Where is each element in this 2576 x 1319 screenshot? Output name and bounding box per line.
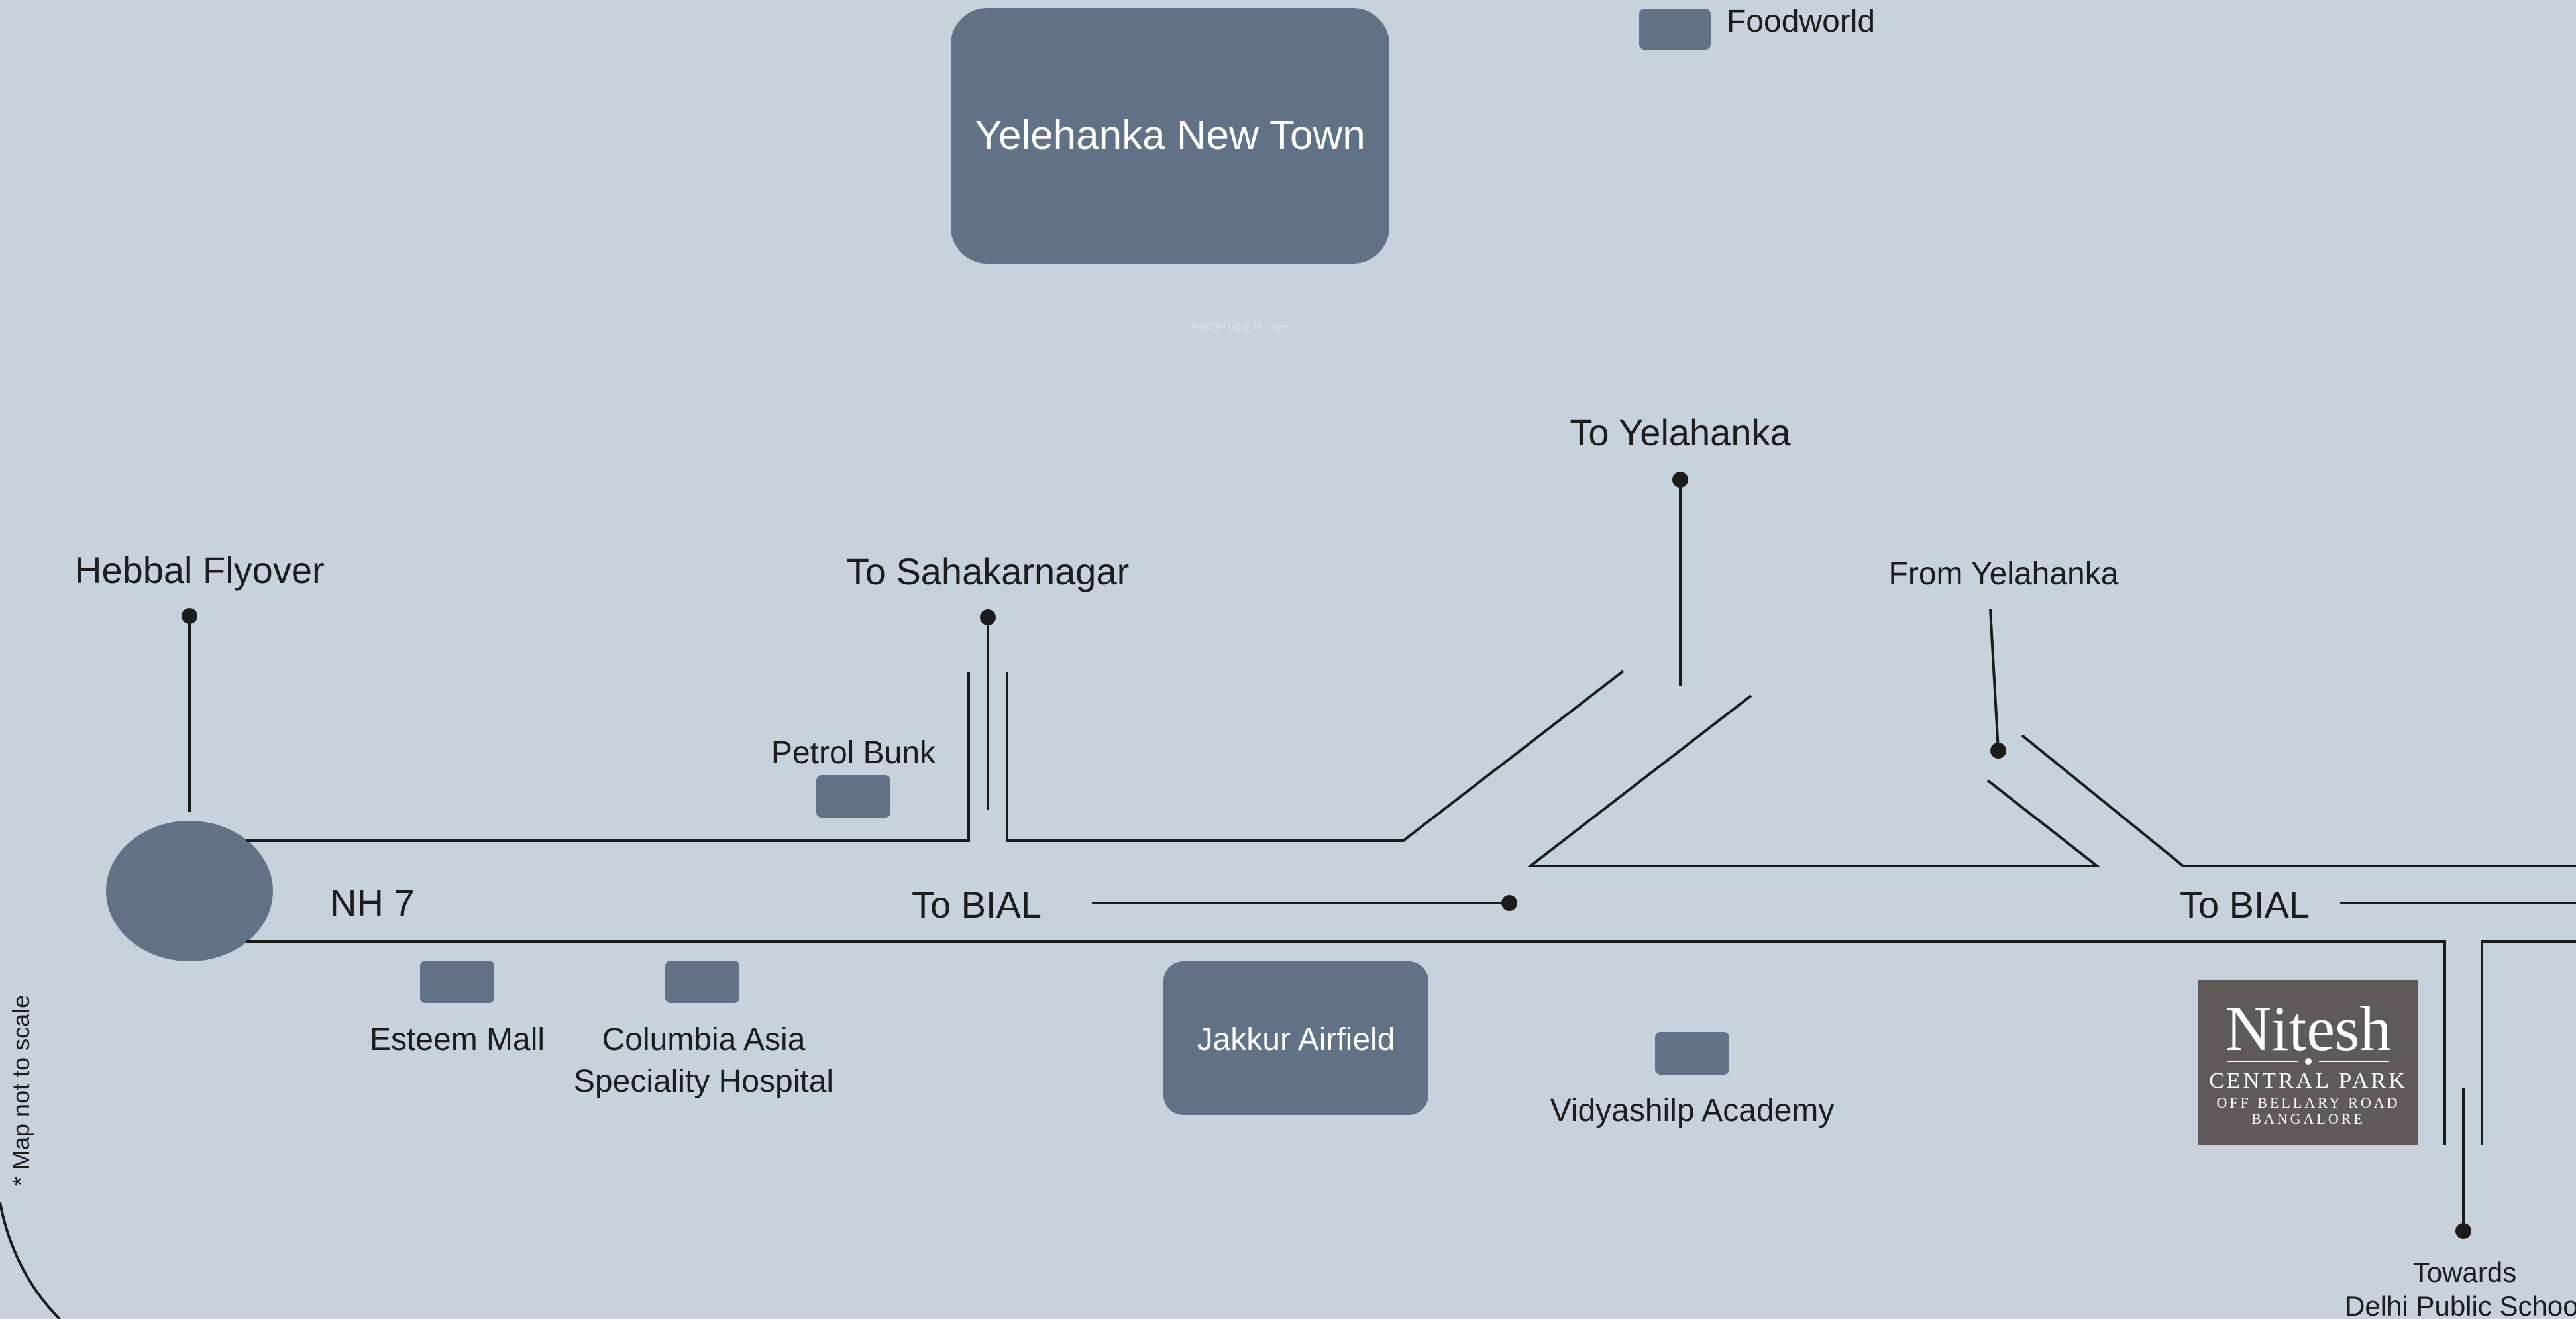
- to-bial-label-1: To BIAL: [912, 884, 1042, 925]
- vidyashilp-academy-marker: [1655, 1032, 1729, 1075]
- towards-dps-pin: [2455, 1223, 2471, 1239]
- map-scale-note: * Map not to scale: [7, 995, 34, 1186]
- nh7-upper-road-far-east: [2021, 734, 2576, 867]
- logo-line-2: OFF BELLARY ROAD: [2216, 1094, 2400, 1111]
- to-sahakarnagar-label: To Sahakarnagar: [847, 551, 1130, 592]
- from-yelahanka-pin: [1990, 743, 2006, 759]
- to-bial-pin-1: [1501, 895, 1517, 911]
- jakkur-airfield-block: [1163, 961, 1428, 1115]
- to-yelahanka-label: To Yelahanka: [1570, 411, 1791, 453]
- columbia-asia-marker: [665, 961, 739, 1003]
- yelehanka-new-town-block: [951, 8, 1389, 264]
- from-yelahanka-pointer: [1989, 609, 2000, 751]
- nh7-upper-road-west: [246, 672, 970, 842]
- foodworld-label: Foodworld: [1727, 4, 1875, 39]
- map-boundary-arc: [0, 1202, 61, 1319]
- foodworld-marker: [1639, 9, 1711, 50]
- towards-dps-label-line2: Delhi Public School: [2345, 1291, 2576, 1319]
- esteem-mall-label: Esteem Mall: [370, 1022, 545, 1057]
- from-yelahanka-label: From Yelahanka: [1889, 556, 2119, 592]
- columbia-asia-label-line2: Speciality Hospital: [574, 1064, 833, 1099]
- petrol-bunk-marker: [816, 775, 890, 818]
- towards-dps-label-line1: Towards: [2413, 1257, 2516, 1288]
- jakkur-airfield-label: Jakkur Airfield: [1197, 1022, 1395, 1057]
- watermark-text: PROPTIGER.com: [1192, 321, 1288, 334]
- logo-name: Nitesh: [2226, 993, 2392, 1064]
- nh7-upper-road-east: [1006, 670, 1625, 842]
- dps-side-road: [2481, 940, 2576, 1145]
- logo-ornament: [2305, 1058, 2312, 1065]
- nh7-lower-road: [246, 940, 2446, 1145]
- petrol-bunk-label: Petrol Bunk: [771, 735, 936, 770]
- yelehanka-new-town-label: Yelehanka New Town: [975, 113, 1365, 158]
- to-bial-label-2: To BIAL: [2180, 884, 2310, 925]
- yelahanka-loop-road: [1527, 694, 2101, 867]
- hebbal-flyover-circle: [106, 821, 273, 961]
- logo-line-3: BANGALORE: [2251, 1110, 2365, 1127]
- nh7-label: NH 7: [330, 882, 415, 923]
- vidyashilp-academy-label: Vidyashilp Academy: [1550, 1093, 1835, 1128]
- esteem-mall-marker: [420, 961, 494, 1003]
- nitesh-central-park-logo: Nitesh CENTRAL PARK OFF BELLARY ROAD BAN…: [2198, 980, 2418, 1145]
- hebbal-flyover-label: Hebbal Flyover: [75, 549, 325, 591]
- columbia-asia-label-line1: Columbia Asia: [602, 1022, 806, 1057]
- logo-line-1: CENTRAL PARK: [2209, 1069, 2408, 1093]
